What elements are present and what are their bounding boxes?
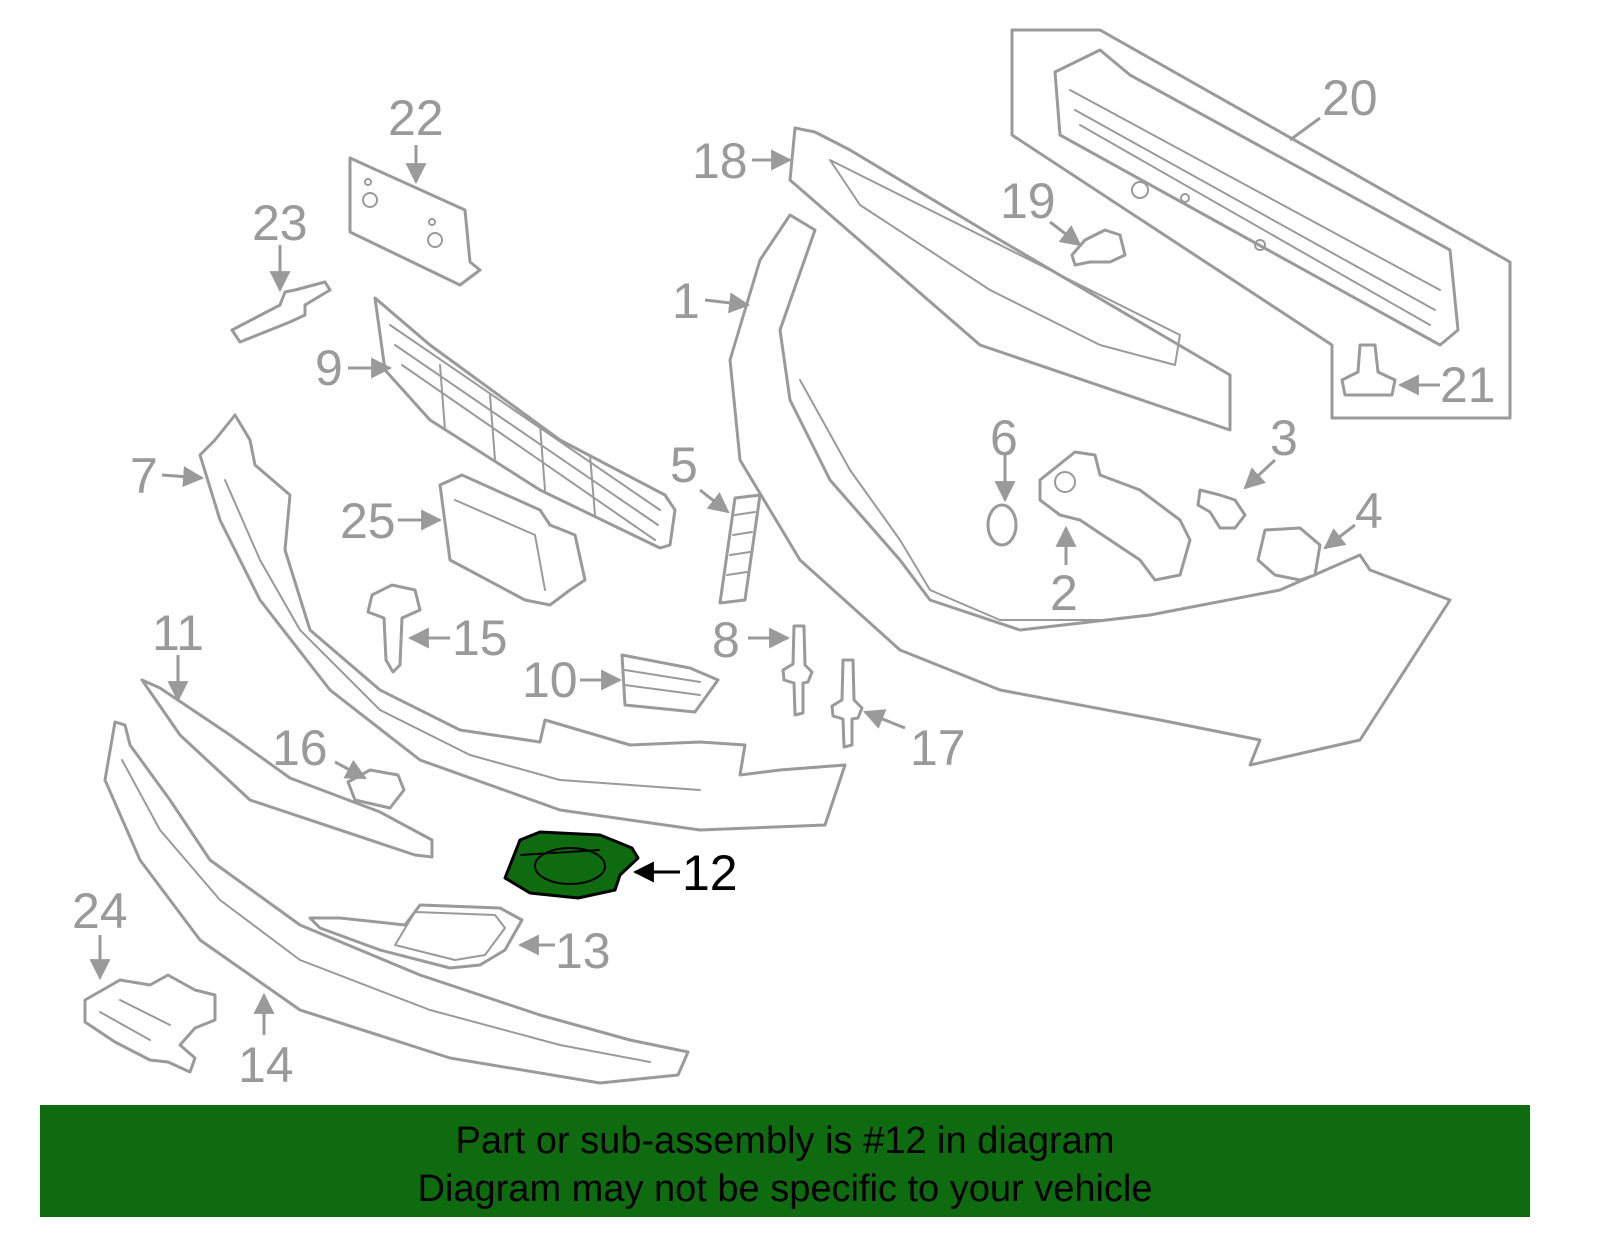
label-16: 16: [272, 720, 328, 776]
part-7-lower-support: [198, 413, 847, 832]
label-23: 23: [252, 195, 308, 251]
part-15-bolt: [366, 583, 422, 674]
label-13: 13: [555, 923, 611, 979]
part-9-grille: [373, 296, 677, 550]
part-1-bumper-cover: [728, 213, 1452, 767]
part-18-absorber: [788, 126, 1232, 432]
label-1: 1: [672, 273, 700, 329]
banner-line-1: Part or sub-assembly is #12 in diagram: [455, 1120, 1115, 1162]
part-23-pin: [230, 280, 332, 344]
label-12: 12: [682, 845, 738, 901]
label-11: 11: [152, 605, 204, 661]
info-banner: Part or sub-assembly is #12 in diagram D…: [40, 1105, 1530, 1217]
part-5-bracket: [718, 493, 762, 605]
part-14-valance: [103, 720, 690, 1085]
label-14: 14: [238, 1037, 294, 1093]
label-18: 18: [692, 133, 748, 189]
part-22-license-bracket: [348, 156, 482, 287]
label-20: 20: [1322, 70, 1378, 126]
label-9: 9: [315, 340, 343, 396]
part-11-strip: [140, 678, 434, 859]
label-2: 2: [1050, 565, 1078, 621]
label-15: 15: [452, 610, 508, 666]
part-21-clip: [1340, 343, 1397, 397]
banner-line-2: Diagram may not be specific to your vehi…: [417, 1168, 1153, 1210]
label-19: 19: [1000, 173, 1056, 229]
label-25: 25: [340, 493, 396, 549]
part-2-bracket: [1038, 450, 1192, 582]
part-4-retainer: [1256, 526, 1322, 582]
part-16-clip-nut: [346, 768, 406, 810]
part-10-bezel: [620, 653, 720, 714]
part-25-module: [438, 473, 587, 607]
label-10: 10: [522, 652, 578, 708]
part-17-pin: [830, 658, 864, 749]
label-7: 7: [130, 448, 158, 504]
label-17: 17: [910, 720, 966, 776]
label-22: 22: [388, 90, 444, 146]
part-24-sensor: [83, 973, 217, 1074]
label-8: 8: [712, 612, 740, 668]
label-6: 6: [990, 410, 1018, 466]
part-12-highlighted: [503, 830, 640, 900]
part-20-reinforcement: [1010, 28, 1512, 420]
label-24: 24: [72, 883, 128, 939]
label-5: 5: [670, 437, 698, 493]
part-8-pin: [781, 624, 814, 717]
part-13-fog-bezel: [308, 903, 524, 970]
part-3-clip: [1196, 488, 1247, 530]
label-21: 21: [1440, 357, 1496, 413]
label-3: 3: [1270, 410, 1298, 466]
label-4: 4: [1355, 483, 1383, 539]
part-19-screw: [1070, 228, 1127, 267]
part-6-grommet: [986, 503, 1018, 547]
